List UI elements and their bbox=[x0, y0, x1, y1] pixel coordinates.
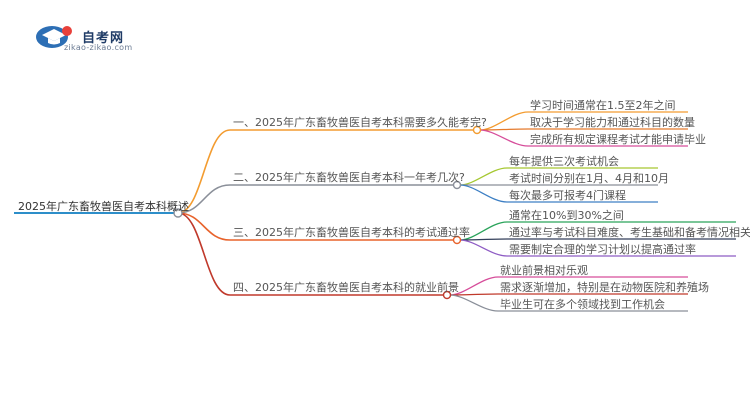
logo-url: zikao-zikao.com bbox=[64, 43, 133, 52]
graduation-cap-icon bbox=[36, 26, 72, 48]
leaf-node: 考试时间分别在1月、4月和10月 bbox=[509, 172, 669, 185]
branch-node-3: 三、2025年广东畜牧兽医自考本科的考试通过率 bbox=[233, 226, 470, 239]
leaf-node: 学习时间通常在1.5至2年之间 bbox=[530, 99, 676, 112]
logo-title: 自考网 bbox=[82, 31, 125, 46]
leaf-connector bbox=[479, 129, 529, 147]
leaf-connector bbox=[459, 239, 508, 257]
leaf-node: 毕业生可在多个领域找到工作机会 bbox=[500, 298, 665, 311]
leaf-node: 取决于学习能力和通过科目的数量 bbox=[530, 116, 695, 129]
root-node-dot bbox=[173, 208, 183, 218]
leaf-node: 通过率与考试科目难度、考生基础和备考情况相关 bbox=[509, 226, 750, 239]
leaf-connector bbox=[449, 294, 499, 312]
leaf-node: 需要制定合理的学习计划以提高通过率 bbox=[509, 243, 696, 256]
branch-node-dot bbox=[452, 235, 462, 245]
branch-connector bbox=[177, 212, 231, 296]
branch-connector bbox=[177, 184, 231, 214]
leaf-node: 完成所有规定课程考试才能申请毕业 bbox=[530, 133, 706, 146]
branch-connector bbox=[177, 212, 231, 241]
leaf-node: 就业前景相对乐观 bbox=[500, 264, 588, 277]
root-node: 2025年广东畜牧兽医自考本科概述 bbox=[18, 200, 189, 213]
branch-node-2: 二、2025年广东畜牧兽医自考本科一年考几次? bbox=[233, 171, 465, 184]
leaf-connector bbox=[459, 167, 508, 186]
branch-node-dot bbox=[472, 125, 482, 135]
branch-node-dot bbox=[442, 290, 452, 300]
leaf-node: 通常在10%到30%之间 bbox=[509, 209, 624, 222]
leaf-connector bbox=[459, 184, 508, 203]
leaf-node: 每年提供三次考试机会 bbox=[509, 155, 619, 168]
branch-node-dot bbox=[452, 180, 462, 190]
branch-node-1: 一、2025年广东畜牧兽医自考本科需要多久能考完? bbox=[233, 116, 487, 129]
branch-node-4: 四、2025年广东畜牧兽医自考本科的就业前景 bbox=[233, 281, 459, 294]
leaf-connector bbox=[479, 111, 529, 131]
leaf-node: 需求逐渐增加，特别是在动物医院和养殖场 bbox=[500, 281, 709, 294]
branch-connector bbox=[177, 129, 231, 214]
leaf-node: 每次最多可报考4门课程 bbox=[509, 189, 626, 202]
